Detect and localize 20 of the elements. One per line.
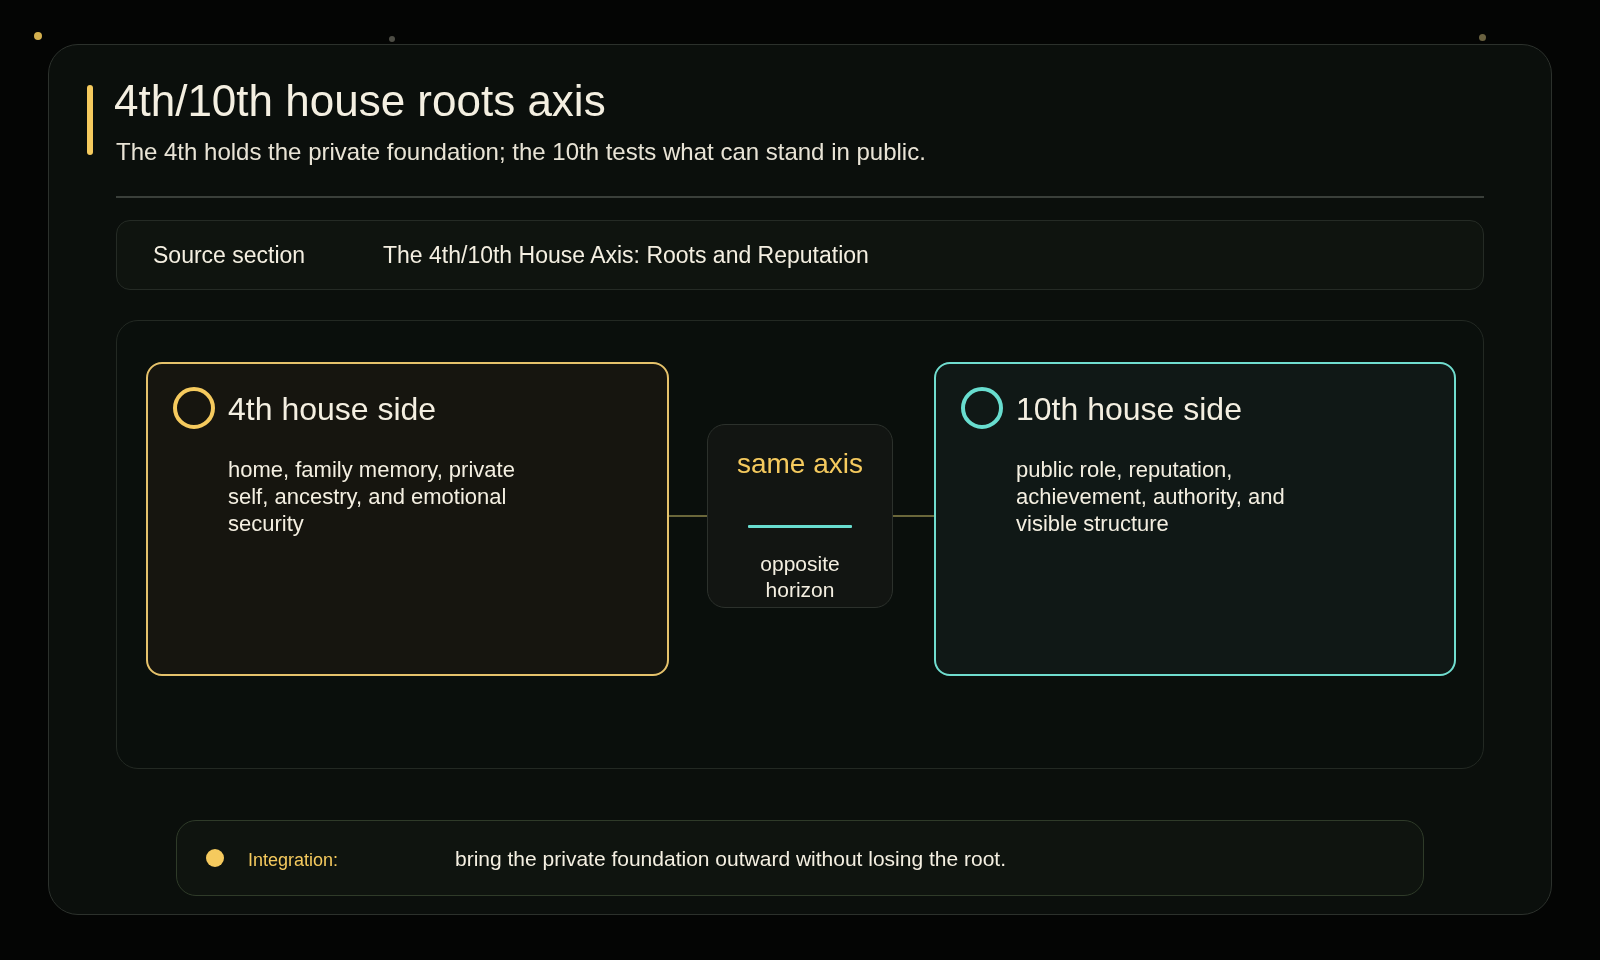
axis-panel [116, 320, 1484, 769]
source-label: Source section [153, 241, 306, 269]
subtitle: The 4th holds the private foundation; the 10th tests what can stand in public. [116, 137, 926, 167]
summary-text: bring the private foundation outward without losing the root. [455, 846, 1006, 872]
card-description: home, family memory, private self, ancestry, and emotional security [228, 456, 516, 537]
house-card [146, 362, 669, 676]
source-title: The 4th/10th House Axis: Roots and Reputation [383, 241, 869, 269]
summary-label: Integration: [248, 849, 339, 871]
summary-bar [176, 820, 1424, 896]
house-card [934, 362, 1456, 676]
connector-line [892, 515, 935, 517]
connector-line [668, 515, 708, 517]
axis-caption: opposite horizon [759, 551, 841, 603]
axis-heading: same axis [737, 447, 863, 481]
axis-hub [707, 424, 893, 608]
card-heading: 4th house side [228, 390, 437, 428]
card-description: public role, reputation, achievement, authority, and visible structure [1016, 456, 1286, 537]
title: 4th/10th house roots axis [114, 75, 606, 127]
card-heading: 10th house side [1016, 390, 1242, 428]
source-bar [116, 220, 1484, 290]
